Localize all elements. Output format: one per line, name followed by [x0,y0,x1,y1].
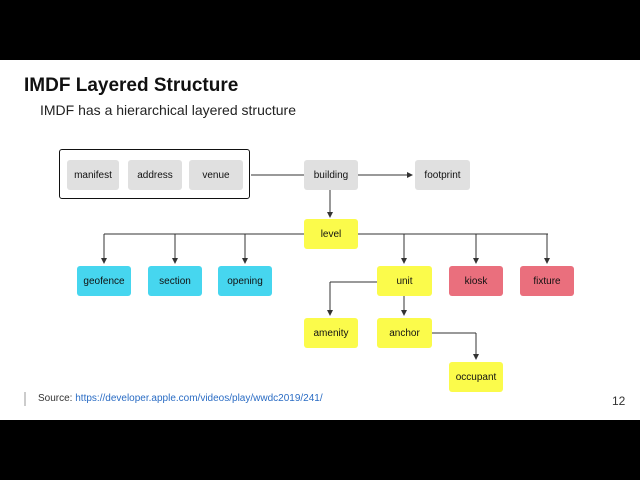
node-level: level [304,219,358,249]
node-fixture: fixture [520,266,574,296]
slide: IMDF Layered Structure IMDF has a hierar… [0,60,640,420]
letterbox-top [0,0,640,60]
node-venue: venue [189,160,243,190]
node-geofence: geofence [77,266,131,296]
node-manifest: manifest [67,160,119,190]
page-number: 12 [612,394,626,408]
slide-subtitle: IMDF has a hierarchical layered structur… [40,102,296,118]
node-unit: unit [377,266,432,296]
source-citation: Source: https://developer.apple.com/vide… [24,392,323,406]
node-opening: opening [218,266,272,296]
source-label: Source: [38,393,76,404]
node-building: building [304,160,358,190]
letterbox-bottom [0,420,640,480]
node-amenity: amenity [304,318,358,348]
slide-title: IMDF Layered Structure [24,75,239,96]
node-footprint: footprint [415,160,470,190]
node-kiosk: kiosk [449,266,503,296]
diagram-connectors [101,172,550,360]
node-section: section [148,266,202,296]
source-link[interactable]: https://developer.apple.com/videos/play/… [75,393,323,404]
node-occupant: occupant [449,362,503,392]
node-address: address [128,160,182,190]
node-anchor: anchor [377,318,432,348]
root-group-box [59,149,250,199]
